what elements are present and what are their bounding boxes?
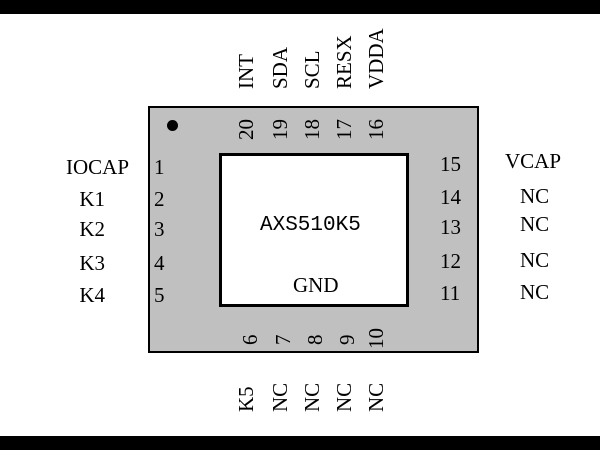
pin-name-bottom: NC <box>364 382 388 412</box>
pin-name-right: NC <box>520 248 550 272</box>
pin-number: 10 <box>364 328 388 349</box>
pin1-marker <box>167 120 178 131</box>
pin-name-top: SDA <box>268 46 292 89</box>
pin-name-right: NC <box>520 212 550 236</box>
pin-number: 16 <box>364 119 388 140</box>
pin-number: 13 <box>440 215 461 239</box>
pin-name-right: VCAP <box>505 149 562 173</box>
pin-name-right: NC <box>520 280 550 304</box>
pin-number: 17 <box>332 119 356 140</box>
pin-number: 7 <box>271 334 295 346</box>
pin-name-top: INT <box>234 54 258 89</box>
pin-name-left: IOCAP <box>65 155 129 179</box>
pin-number: 1 <box>154 155 165 179</box>
pin-name-bottom: K5 <box>234 386 258 412</box>
pin-number: 18 <box>300 119 324 140</box>
gnd-label: GND <box>293 273 339 297</box>
pin-name-bottom: NC <box>268 382 292 412</box>
pin-number: 4 <box>154 251 165 275</box>
pin-name-top: VDDA <box>364 28 388 89</box>
pin-name-left: K1 <box>79 187 105 211</box>
pin-name-left: K2 <box>79 217 105 241</box>
pin-number: 6 <box>238 334 262 346</box>
pin-name-right: NC <box>520 184 550 208</box>
pin-number: 3 <box>154 217 165 241</box>
ground-pad <box>219 153 409 307</box>
pin-number: 5 <box>154 283 165 307</box>
pin-name-top: RESX <box>332 35 356 89</box>
pin-name-bottom: NC <box>332 382 356 412</box>
pin-number: 11 <box>440 281 461 305</box>
pin-number: 19 <box>268 119 292 140</box>
pin-name-left: K3 <box>79 251 105 275</box>
pin-number: 2 <box>154 187 165 211</box>
pin-number: 8 <box>303 334 327 346</box>
pin-number: 9 <box>335 334 359 346</box>
pin-name-top: SCL <box>300 50 324 89</box>
part-number-label: AXS510K5 <box>260 214 361 237</box>
pin-number: 12 <box>440 249 461 273</box>
pin-number: 14 <box>440 185 461 209</box>
pin-name-bottom: NC <box>300 382 324 412</box>
pin-number: 15 <box>440 152 461 176</box>
pin-name-left: K4 <box>79 283 105 307</box>
pin-number: 20 <box>234 119 258 140</box>
